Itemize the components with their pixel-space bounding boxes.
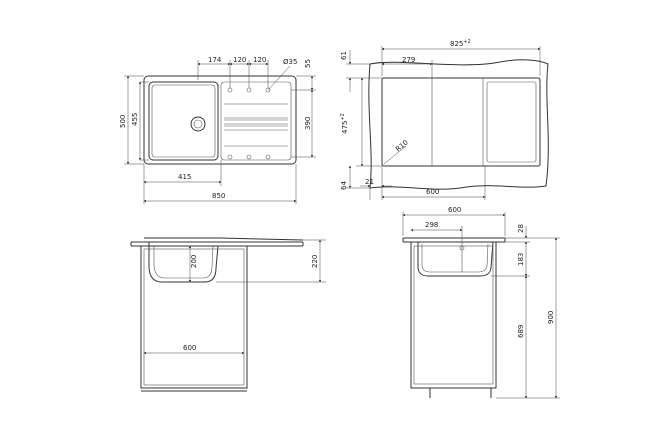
dim-455-label: 455 xyxy=(131,113,139,126)
drain-icon xyxy=(190,116,206,132)
sink-outline xyxy=(143,75,297,165)
dim-298-label: 298 xyxy=(425,221,438,229)
tap-hole xyxy=(265,154,271,160)
bowl-profile xyxy=(148,242,219,283)
dim-390-label: 390 xyxy=(304,117,312,130)
dim-r10-label: R10 xyxy=(394,139,410,154)
side-view: 200 220 600 xyxy=(130,237,326,392)
tap-hole xyxy=(246,87,252,93)
dim-475-value: 475 xyxy=(341,121,349,134)
dim-200-label: 200 xyxy=(190,255,198,268)
cutout-view: 825+2 279 61 475+2 R10 64 21 600 xyxy=(340,39,549,200)
dim-28-label: 28 xyxy=(517,224,525,233)
bowl xyxy=(148,81,219,161)
dim-120-label: 120 xyxy=(233,56,246,64)
dim-600-label: 600 xyxy=(426,188,439,196)
dim-475-label: 475+2 xyxy=(340,113,349,134)
front-view: 600 298 28 183 689 900 xyxy=(402,206,560,399)
drainer-board xyxy=(220,81,292,161)
dim-64-label: 64 xyxy=(340,181,348,190)
cabinet-front xyxy=(410,241,497,389)
bowl-front xyxy=(417,241,494,277)
dim-689-label: 689 xyxy=(517,325,525,338)
dim-825-tolerance: +2 xyxy=(463,39,470,45)
dim-174-label: 174 xyxy=(208,56,222,64)
dim-21-label: 21 xyxy=(365,178,374,186)
dim-55-label: 55 xyxy=(304,59,312,68)
countertop xyxy=(368,59,549,190)
dim-825-label: 825+2 xyxy=(450,39,471,48)
tap-hole xyxy=(227,87,233,93)
dim-600-label: 600 xyxy=(448,206,461,214)
drain-inner xyxy=(193,119,203,129)
dim-600-label: 600 xyxy=(183,344,196,352)
tap-hole xyxy=(227,154,233,160)
dim-279-label: 279 xyxy=(402,56,415,64)
dim-415-label: 415 xyxy=(178,173,191,181)
dim-61-label: 61 xyxy=(340,51,348,60)
dim-825-value: 825 xyxy=(450,40,463,48)
cutout xyxy=(381,77,541,167)
tap-hole xyxy=(246,154,252,160)
dim-d35-label: Ø35 xyxy=(283,58,297,66)
dim-475-tolerance: +2 xyxy=(340,113,346,120)
dim-183-label: 183 xyxy=(517,253,525,266)
dim-220-label: 220 xyxy=(311,255,319,268)
dim-120-label: 120 xyxy=(253,56,266,64)
top-view: 174 120 120 Ø35 55 390 500 455 415 850 xyxy=(119,56,316,204)
dim-900-label: 900 xyxy=(547,311,555,324)
dim-850-label: 850 xyxy=(212,192,225,200)
dim-500-label: 500 xyxy=(119,115,127,128)
bowl-inner xyxy=(151,84,216,158)
